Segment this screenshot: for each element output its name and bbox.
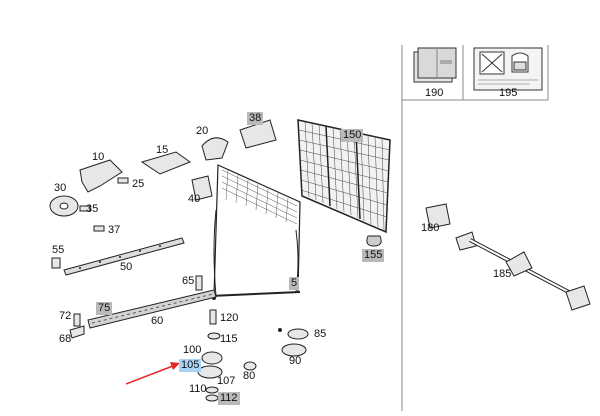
screw-65 xyxy=(195,275,203,291)
base-90 xyxy=(281,343,307,357)
screw-25 xyxy=(117,177,129,184)
bracket-40 xyxy=(191,175,213,201)
part-callout-10: 10 xyxy=(92,151,105,163)
part-callout-190: 190 xyxy=(425,87,444,99)
washer-115 xyxy=(207,332,221,340)
part-callout-15: 15 xyxy=(156,144,169,156)
guide-rail-upper xyxy=(63,237,185,276)
part-callout-185: 185 xyxy=(493,268,512,280)
pointer-arrow xyxy=(125,362,180,385)
part-callout-5: 5 xyxy=(289,277,300,290)
warning-label-icon xyxy=(473,47,543,91)
part-callout-90: 90 xyxy=(289,355,302,367)
roller-blind xyxy=(209,164,301,332)
manual-booklet-icon xyxy=(413,47,457,83)
part-callout-50: 50 xyxy=(120,261,133,273)
part-callout-60: 60 xyxy=(151,315,164,327)
part-callout-25: 25 xyxy=(132,178,145,190)
brackets xyxy=(49,119,277,217)
tension-strap-assembly xyxy=(425,203,591,311)
part-callout-107: 107 xyxy=(217,375,236,387)
part-callout-155: 155 xyxy=(362,249,385,262)
part-callout-68: 68 xyxy=(59,333,72,345)
guide-rail-lower xyxy=(87,289,217,329)
clip-80 xyxy=(243,361,257,371)
part-callout-40: 40 xyxy=(188,193,201,205)
part-callout-80: 80 xyxy=(243,370,256,382)
washer-110 xyxy=(205,386,219,394)
strap-buckle-180 xyxy=(425,203,451,229)
part-callout-100: 100 xyxy=(183,344,202,356)
part-callout-150: 150 xyxy=(341,129,364,142)
part-callout-55: 55 xyxy=(52,244,65,256)
part-callout-180: 180 xyxy=(421,222,440,234)
part-callout-37: 37 xyxy=(108,224,121,236)
screw-37 xyxy=(93,225,105,232)
bracket-15 xyxy=(140,151,192,175)
part-callout-105: 105 xyxy=(179,359,202,372)
part-callout-20: 20 xyxy=(196,125,209,137)
screw-72 xyxy=(73,313,81,327)
part-callout-72: 72 xyxy=(59,310,72,322)
part-callout-112: 112 xyxy=(218,392,240,405)
mount-85 xyxy=(287,328,309,340)
part-callout-120: 120 xyxy=(220,312,239,324)
part-callout-38: 38 xyxy=(247,112,264,125)
part-callout-115: 115 xyxy=(220,333,238,345)
cup-105 xyxy=(201,351,223,365)
clip-68 xyxy=(69,325,85,339)
cap-112 xyxy=(205,394,219,402)
screw-35 xyxy=(79,205,91,212)
bracket-10 xyxy=(79,159,123,193)
part-callout-195: 195 xyxy=(499,87,518,99)
part-callout-35: 35 xyxy=(86,203,99,215)
cargo-net-grid xyxy=(297,119,391,247)
part-callout-85: 85 xyxy=(314,328,327,340)
part-callout-75: 75 xyxy=(96,302,113,315)
screw-55 xyxy=(51,257,61,269)
hardware xyxy=(51,177,309,402)
panel-dividers xyxy=(401,45,549,411)
part-callout-110: 110 xyxy=(189,383,207,395)
cap-107 xyxy=(197,365,223,379)
screw-120 xyxy=(209,309,217,325)
part-callout-30: 30 xyxy=(54,182,67,194)
bracket-20 xyxy=(201,137,229,161)
part-callout-65: 65 xyxy=(182,275,195,287)
